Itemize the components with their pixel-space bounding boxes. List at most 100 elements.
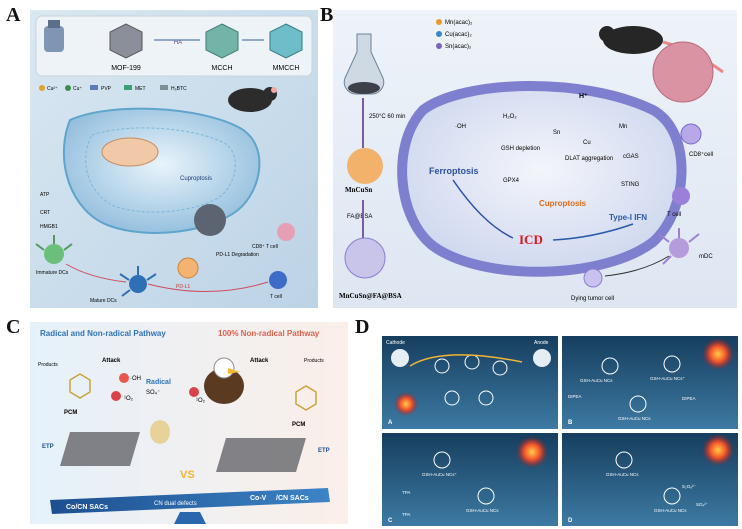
nc-label-c1: GSH-AuCu NCs⁺ <box>422 472 458 477</box>
electrode-anode <box>533 349 551 367</box>
oh-label-c: ·OH <box>130 376 141 382</box>
o2-label-left: ¹O₂ <box>124 396 134 402</box>
tumor-mass <box>652 41 714 103</box>
mouse-icon <box>228 87 277 112</box>
t-cell-label-b: T cell <box>667 212 681 218</box>
svg-text:PVP: PVP <box>101 86 112 92</box>
synthesis-strip <box>35 15 313 77</box>
svg-text:Mn(acac)₂: Mn(acac)₂ <box>445 20 473 26</box>
cd8-label-b: CD8⁺cell <box>689 151 713 158</box>
legend-a: Cu²⁺ Cu⁺ PVP MET H₃BTC <box>39 85 187 92</box>
pdl1-cell <box>177 257 199 279</box>
panel-a: MOF-199 HA MCCH MMCCH Cu²⁺ Cu⁺ PVP MET H… <box>30 10 318 308</box>
arrow-tcell <box>147 281 269 292</box>
mmcch-label: MMCCH <box>273 65 300 72</box>
atp-label: ATP <box>40 192 50 198</box>
balance-beam <box>50 488 330 514</box>
svg-text:MET: MET <box>135 86 146 92</box>
svg-text:Cu²⁺: Cu²⁺ <box>47 86 58 92</box>
right-pathway-title: 100% Non-radical Pathway <box>218 329 320 338</box>
final-particle <box>344 237 386 279</box>
beam-label-left: Co/CN SACs <box>66 504 108 511</box>
mof-label: MOF-199 <box>111 65 141 72</box>
pcm-molecule-left <box>69 373 91 399</box>
panel-c-illustration: Radical and Non-radical Pathway 100% Non… <box>30 322 348 524</box>
cu-label: Cu <box>583 140 591 146</box>
panel-letter-a: A <box>6 4 21 26</box>
nc-ring-a3 <box>492 360 508 376</box>
mncusn-label: MnCuSn <box>345 186 372 194</box>
sub-label-c: C <box>388 518 393 524</box>
nc-ring-a5 <box>478 390 494 406</box>
arrow-ferro-icd <box>452 179 514 239</box>
mesh-cluster <box>194 204 226 236</box>
mmcch-crystal-icon <box>269 23 303 59</box>
reaction-flask-icon <box>343 33 385 95</box>
pcm-right: PCM <box>292 422 305 428</box>
mature-dc-label: Mature DCs <box>90 298 117 304</box>
radical-label: Radical <box>146 379 171 386</box>
sub-label-b: B <box>568 420 573 426</box>
beam-label-right: Co-V <box>250 495 267 502</box>
mature-dc-icon <box>119 266 157 297</box>
so4-label-c: SO₄⁻ <box>146 390 160 396</box>
arrow-ifn-icd <box>552 223 634 241</box>
cathode-label: Cathode <box>386 340 405 346</box>
nc-label-d2: GSH-AuCu NCs <box>654 508 687 513</box>
panel-b-illustration: Mn(acac)₂ Cu(acac)₂ Sn(acac)₂ 250°C 60 m… <box>333 10 737 308</box>
beam-label-right-2: /CN SACs <box>276 495 309 502</box>
o2-label-right: ¹O₂ <box>196 398 206 404</box>
autoclave-icon <box>44 20 64 52</box>
emission-glow-b <box>702 338 734 370</box>
so4-label-d: SO₄²⁻ <box>696 502 709 507</box>
panel-d-illustration: Cathode Anode A GSH-AuCu NCs GSH-AuCu NC… <box>382 336 738 526</box>
oh-sphere <box>119 373 129 383</box>
mof-crystal-icon <box>109 23 143 59</box>
sub-label-a: A <box>388 420 393 426</box>
products-left: Products <box>38 362 58 368</box>
tumor-cell-membrane <box>397 81 687 277</box>
t-cell-icon-b <box>672 187 690 205</box>
pdl1-degradation-label: PD-L1 Degradation <box>216 252 259 258</box>
mcch-label: MCCH <box>212 65 233 72</box>
chick-icon <box>150 420 170 444</box>
cuproptosis-label-a: Cuproptosis <box>180 176 212 182</box>
t-cell-icon <box>269 271 287 289</box>
etp-left: ETP <box>42 444 54 450</box>
sub-label-d: D <box>568 518 573 524</box>
electron-flow-arrow <box>409 354 523 367</box>
dipea-label-b2: DIPEA <box>682 396 696 401</box>
final-label: MnCuSn@FA@BSA <box>339 292 402 300</box>
ferroptosis-label: Ferroptosis <box>429 166 479 176</box>
o2-sphere-right <box>189 387 199 397</box>
nc-label-b3: GSH-AuCu NCs <box>618 416 651 421</box>
nc-ring-d1 <box>615 451 633 469</box>
nc-ring-b3 <box>629 395 647 413</box>
synthesis-condition: 250°C 60 min <box>369 114 405 120</box>
tumor-cell <box>62 107 261 234</box>
dying-cell-icon <box>583 268 603 288</box>
icd-label: ICD <box>519 232 543 247</box>
nc-ring-a4 <box>444 390 460 406</box>
tpa-label-c1: TPA <box>402 490 410 495</box>
nc-label-b1: GSH-AuCu NCs <box>580 378 613 383</box>
attack-right: Attack <box>250 358 269 364</box>
immature-dc-icon <box>35 235 73 264</box>
panel-a-illustration: MOF-199 HA MCCH MMCCH Cu²⁺ Cu⁺ PVP MET H… <box>30 10 318 308</box>
arrow-dc <box>65 263 127 283</box>
cd8-t-cell-icon <box>277 223 295 241</box>
cd8-label-a: CD8⁺ T cell <box>252 244 278 250</box>
mitochondrion <box>101 137 159 167</box>
svg-text:Cu(acac)₂: Cu(acac)₂ <box>445 32 472 38</box>
mncusn-particle <box>347 148 383 184</box>
anode-label: Anode <box>534 340 549 346</box>
nc-ring-d2 <box>663 487 681 505</box>
nc-ring-c2 <box>477 487 495 505</box>
products-right: Products <box>304 358 324 364</box>
pcm-molecule-right <box>295 385 317 411</box>
beam-label-mid: CN dual defects <box>154 501 197 507</box>
nc-ring-b2 <box>663 355 681 373</box>
mcch-crystal-icon <box>205 23 239 59</box>
h2o2-label: H₂O₂ <box>503 114 517 120</box>
panel-b: Mn(acac)₂ Cu(acac)₂ Sn(acac)₂ 250°C 60 m… <box>333 10 737 308</box>
